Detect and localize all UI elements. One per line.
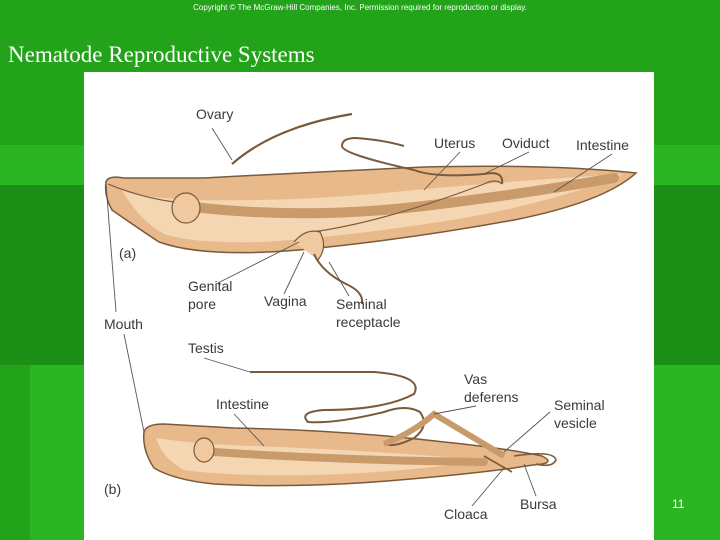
label-ovary: Ovary: [196, 106, 233, 122]
slide-title: Nematode Reproductive Systems: [8, 42, 315, 67]
mouth-leader-lines: [105, 183, 145, 433]
label-intestine-female: Intestine: [576, 137, 629, 153]
label-seminal-vesicle-1: Seminal: [554, 397, 605, 413]
label-cloaca: Cloaca: [444, 506, 488, 522]
label-intestine-male: Intestine: [216, 396, 269, 412]
male-spicule: [483, 455, 513, 473]
label-bursa: Bursa: [520, 496, 557, 512]
female-ovary-tube: [231, 112, 353, 165]
label-genital-pore-1: Genital: [188, 278, 232, 294]
label-seminal-receptacle-2: receptacle: [336, 314, 401, 330]
female-seminal-receptacle: [313, 253, 364, 305]
male-pharynx-bulb: [193, 437, 215, 463]
nematode-diagram: Ovary Uterus Oviduct Intestine (a) Genit…: [104, 106, 638, 522]
diagram-panel: Ovary Uterus Oviduct Intestine (a) Genit…: [84, 72, 654, 540]
label-vas-deferens-1: Vas: [464, 371, 487, 387]
male-leader-lines: [203, 357, 551, 507]
label-vas-deferens-2: deferens: [464, 389, 518, 405]
label-testis: Testis: [188, 340, 224, 356]
male-intestine: [210, 448, 488, 466]
female-uterus: [311, 180, 503, 233]
label-panel-a: (a): [119, 245, 136, 261]
female-intestine: [189, 173, 619, 219]
female-pharynx-bulb: [171, 192, 201, 224]
copyright-notice: Copyright © The McGraw-Hill Companies, I…: [193, 3, 527, 12]
male-hook: [513, 452, 557, 467]
label-genital-pore-2: pore: [188, 296, 216, 312]
slide-number: 11: [672, 497, 685, 511]
female-oviduct-loop: [340, 136, 504, 185]
female-worm: Ovary Uterus Oviduct Intestine (a) Genit…: [104, 106, 638, 330]
female-leader-lines: [211, 127, 613, 297]
label-panel-b: (b): [104, 481, 121, 497]
female-pharynx: [107, 183, 175, 203]
male-worm: Testis Intestine Vas deferens Seminal ve…: [104, 340, 605, 522]
female-vagina: [293, 230, 325, 261]
label-oviduct: Oviduct: [502, 135, 550, 151]
label-seminal-receptacle-1: Seminal: [336, 296, 387, 312]
label-mouth: Mouth: [104, 316, 143, 332]
label-seminal-vesicle-2: vesicle: [554, 415, 597, 431]
male-testis-tube: [249, 370, 425, 447]
label-vagina: Vagina: [264, 293, 307, 309]
label-uterus: Uterus: [434, 135, 475, 151]
